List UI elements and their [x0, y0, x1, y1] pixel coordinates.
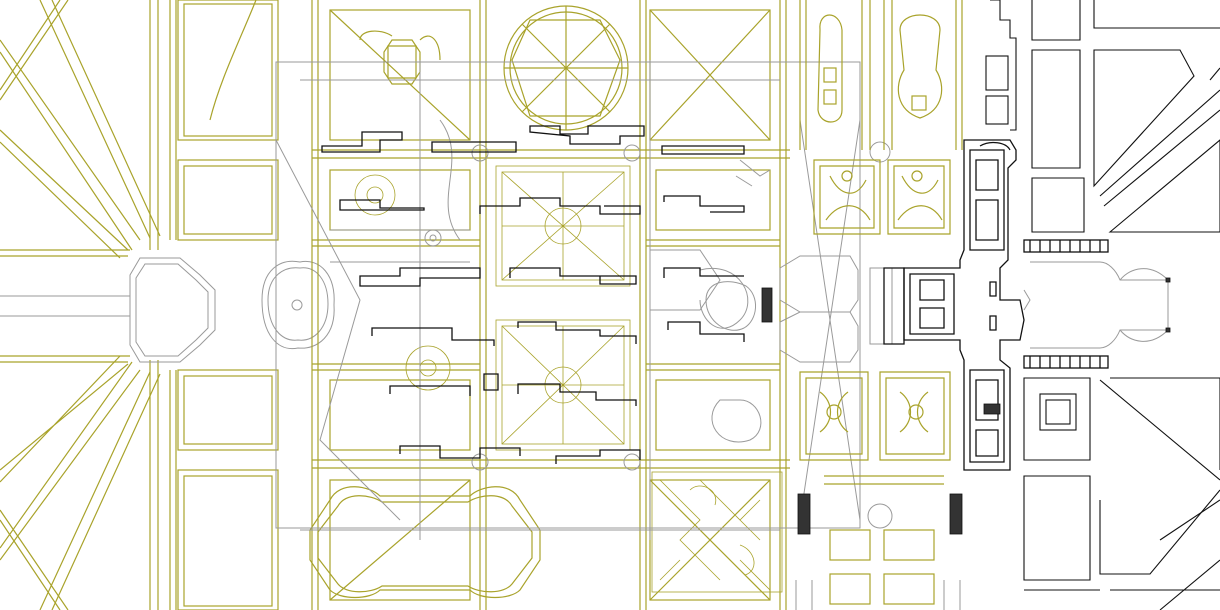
west-garden-blocks: [177, 0, 279, 610]
place-d-armes: [1023, 261, 1171, 349]
city-blocks: [985, 0, 1220, 610]
west-avenues: [0, 0, 177, 610]
north-orangery-parterre: [813, 159, 951, 235]
main-garden-grid: [311, 0, 790, 610]
east-wings: [1023, 239, 1109, 369]
central-parterres: [354, 165, 631, 451]
chateau: [883, 139, 1025, 471]
south-large-bassin: [309, 486, 541, 599]
west-bassin: [261, 260, 335, 350]
rond-point-basin: [0, 257, 216, 363]
south-stairs: [795, 475, 963, 610]
gray-overlay-paths: [275, 60, 893, 540]
north-fountain-alley: [799, 0, 963, 150]
chateau-parterres: [705, 255, 893, 363]
north-star-bosquet: [359, 5, 629, 131]
south-flower-parterre: [799, 371, 951, 461]
building-outlines: [321, 125, 745, 464]
labyrinth-bosquet: [651, 471, 783, 593]
